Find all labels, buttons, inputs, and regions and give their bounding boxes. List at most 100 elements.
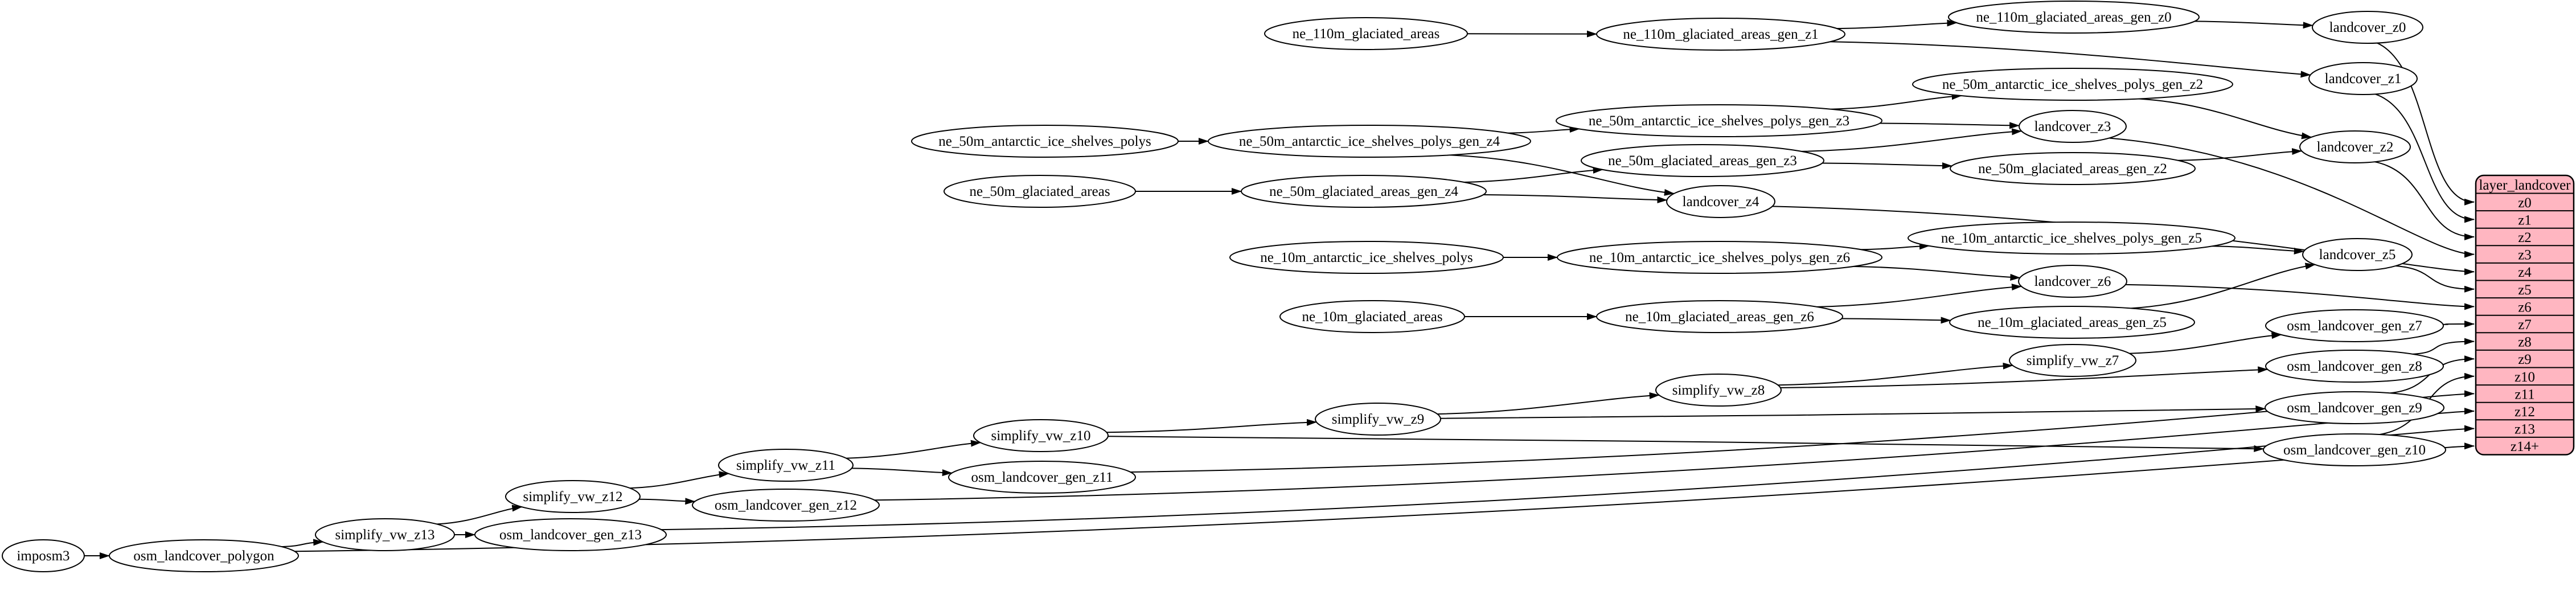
node-ne_50m_antarctic_ice_shelves_polys_gen_z2: ne_50m_antarctic_ice_shelves_polys_gen_z… <box>1912 68 2233 101</box>
edge-simplify_vw_z9-to-osm_landcover_gen_z9 <box>1440 405 2266 419</box>
edge-landcover_z2-to-z2 <box>2374 161 2475 240</box>
node-label: simplify_vw_z8 <box>1672 383 1765 398</box>
node-ellipse <box>2019 110 2127 143</box>
node-ellipse <box>2308 62 2418 95</box>
node-ellipse <box>1666 185 1775 218</box>
node-ellipse <box>1596 300 1843 333</box>
node-ellipse <box>2263 433 2446 466</box>
node-label: ne_50m_glaciated_areas_gen_z4 <box>1269 184 1458 199</box>
edge-landcover_z6-to-z6 <box>2125 284 2475 310</box>
table-row-z9: z9 <box>2518 352 2532 367</box>
node-ne_10m_antarctic_ice_shelves_polys: ne_10m_antarctic_ice_shelves_polys <box>1229 241 1504 274</box>
node-ellipse <box>2018 265 2127 298</box>
node-ellipse <box>315 518 455 551</box>
node-simplify_vw_z10: simplify_vw_z10 <box>973 419 1109 452</box>
node-osm_landcover_gen_z9: osm_landcover_gen_z9 <box>2265 391 2444 424</box>
node-label: ne_50m_glaciated_areas_gen_z3 <box>1608 153 1797 169</box>
node-ellipse <box>474 518 667 551</box>
node-ellipse <box>2302 238 2413 271</box>
table-row-z1: z1 <box>2518 212 2532 228</box>
node-osm_landcover_gen_z11: osm_landcover_gen_z11 <box>948 461 1136 494</box>
node-ellipse <box>718 449 854 482</box>
edge-ne_50m_glaciated_areas_gen_z3-to-ne_50m_glaciated_areas_gen_z2 <box>1822 162 1952 170</box>
node-ne_10m_antarctic_ice_shelves_polys_gen_z5: ne_10m_antarctic_ice_shelves_polys_gen_z… <box>1908 222 2235 255</box>
node-ellipse <box>1596 18 1845 51</box>
node-ne_50m_glaciated_areas: ne_50m_glaciated_areas <box>944 175 1136 208</box>
node-label: ne_10m_glaciated_areas <box>1302 309 1442 325</box>
node-landcover_z1: landcover_z1 <box>2308 62 2418 95</box>
node-label: simplify_vw_z11 <box>736 458 835 473</box>
edge-ne_10m_antarctic_ice_shelves_polys_gen_z5-to-landcover_z5 <box>2212 245 2304 255</box>
node-ellipse <box>2 539 85 572</box>
node-label: ne_110m_glaciated_areas_gen_z1 <box>1623 27 1818 42</box>
node-label: ne_50m_antarctic_ice_shelves_polys_gen_z… <box>1942 77 2203 92</box>
node-label: landcover_z3 <box>2034 119 2111 134</box>
node-ne_50m_glaciated_areas_gen_z4: ne_50m_glaciated_areas_gen_z4 <box>1241 175 1487 208</box>
node-label: osm_landcover_gen_z10 <box>2283 442 2426 458</box>
edge-simplify_vw_z8-to-simplify_vw_z7 <box>1778 362 2013 386</box>
node-osm_landcover_gen_z12: osm_landcover_gen_z12 <box>692 489 880 522</box>
table-row-z5: z5 <box>2518 282 2532 298</box>
node-ellipse <box>692 489 880 522</box>
edge-simplify_vw_z10-to-simplify_vw_z9 <box>1106 419 1317 433</box>
node-ellipse <box>944 175 1136 208</box>
node-label: ne_10m_antarctic_ice_shelves_polys_gen_z… <box>1941 231 2202 246</box>
table-row-z11: z11 <box>2515 387 2534 402</box>
edge-osm_landcover_gen_z7-to-z7 <box>2443 321 2475 328</box>
node-simplify_vw_z7: simplify_vw_z7 <box>2009 344 2136 377</box>
node-simplify_vw_z9: simplify_vw_z9 <box>1315 403 1441 436</box>
table-row-z8: z8 <box>2518 335 2532 350</box>
table-row-z2: z2 <box>2518 230 2532 245</box>
edge-simplify_vw_z8-to-osm_landcover_gen_z8 <box>1780 366 2269 388</box>
node-ellipse <box>2265 350 2444 383</box>
node-landcover_z0: landcover_z0 <box>2312 11 2423 44</box>
table-row-z7: z7 <box>2518 317 2532 333</box>
edge-ne_50m_antarctic_ice_shelves_polys_gen_z3-to-ne_50m_antarctic_ice_shelves_polys_gen_z2 <box>1831 93 1962 110</box>
table-row-z6: z6 <box>2518 300 2532 315</box>
node-label: imposm3 <box>17 548 69 564</box>
edge-ne_10m_antarctic_ice_shelves_polys_gen_z6-to-landcover_z6 <box>1853 265 2021 281</box>
edge-ne_50m_antarctic_ice_shelves_polys_gen_z4-to-ne_50m_antarctic_ice_shelves_polys_gen_z3 <box>1508 126 1580 134</box>
node-ellipse <box>1655 374 1782 407</box>
edge-simplify_vw_z9-to-simplify_vw_z8 <box>1437 392 1660 415</box>
node-landcover_z4: landcover_z4 <box>1666 185 1775 218</box>
node-label: ne_10m_glaciated_areas_gen_z6 <box>1625 309 1814 325</box>
edge-ne_50m_glaciated_areas_gen_z2-to-landcover_z2 <box>2178 148 2303 161</box>
node-ellipse <box>1264 17 1468 50</box>
node-simplify_vw_z8: simplify_vw_z8 <box>1655 374 1782 407</box>
edge-landcover_z3-to-z3 <box>2109 137 2475 258</box>
node-ellipse <box>1908 222 2235 255</box>
node-label: simplify_vw_z12 <box>523 489 623 505</box>
node-osm_landcover_gen_z13: osm_landcover_gen_z13 <box>474 518 667 551</box>
node-ellipse <box>1208 125 1531 158</box>
node-ne_50m_antarctic_ice_shelves_polys_gen_z4: ne_50m_antarctic_ice_shelves_polys_gen_z… <box>1208 125 1531 158</box>
node-label: ne_50m_glaciated_areas_gen_z2 <box>1978 161 2167 177</box>
node-ellipse <box>911 125 1179 158</box>
edge-osm_landcover_gen_z13-to-z13 <box>661 425 2475 531</box>
node-ellipse <box>2265 391 2444 424</box>
node-ne_50m_glaciated_areas_gen_z3: ne_50m_glaciated_areas_gen_z3 <box>1581 144 1824 177</box>
node-label: ne_10m_antarctic_ice_shelves_polys <box>1260 250 1473 265</box>
edge-ne_110m_glaciated_areas_gen_z1-to-landcover_z1 <box>1830 41 2311 78</box>
edge-ne_50m_glaciated_areas_gen_z4-to-ne_50m_glaciated_areas_gen_z3 <box>1464 166 1603 183</box>
node-label: osm_landcover_gen_z13 <box>499 527 642 543</box>
node-label: landcover_z1 <box>2325 71 2402 87</box>
edge-ne_110m_glaciated_areas_gen_z1-to-ne_110m_glaciated_areas_gen_z0 <box>1836 19 1958 30</box>
node-ne_10m_glaciated_areas_gen_z6: ne_10m_glaciated_areas_gen_z6 <box>1596 300 1843 333</box>
node-label: osm_landcover_gen_z9 <box>2287 400 2422 416</box>
edge-simplify_vw_z13-to-simplify_vw_z12 <box>437 505 523 525</box>
node-label: landcover_z6 <box>2034 274 2111 289</box>
table-row-z12: z12 <box>2515 404 2535 420</box>
edge-simplify_vw_z11-to-simplify_vw_z10 <box>846 440 981 459</box>
node-ellipse <box>1948 1 2200 34</box>
node-label: ne_110m_glaciated_areas <box>1293 26 1440 42</box>
edge-simplify_vw_z10-to-osm_landcover_gen_z10 <box>1107 436 2265 452</box>
node-label: landcover_z2 <box>2317 140 2394 155</box>
node-ellipse <box>1581 144 1824 177</box>
edge-ne_10m_glaciated_areas_gen_z6-to-ne_10m_glaciated_areas_gen_z5 <box>1841 317 1951 324</box>
node-label: ne_50m_antarctic_ice_shelves_polys <box>938 134 1151 149</box>
node-simplify_vw_z13: simplify_vw_z13 <box>315 518 455 551</box>
node-ne_10m_antarctic_ice_shelves_polys_gen_z6: ne_10m_antarctic_ice_shelves_polys_gen_z… <box>1557 241 1882 274</box>
node-label: osm_landcover_gen_z11 <box>971 470 1113 485</box>
node-label: ne_50m_glaciated_areas <box>969 184 1110 199</box>
